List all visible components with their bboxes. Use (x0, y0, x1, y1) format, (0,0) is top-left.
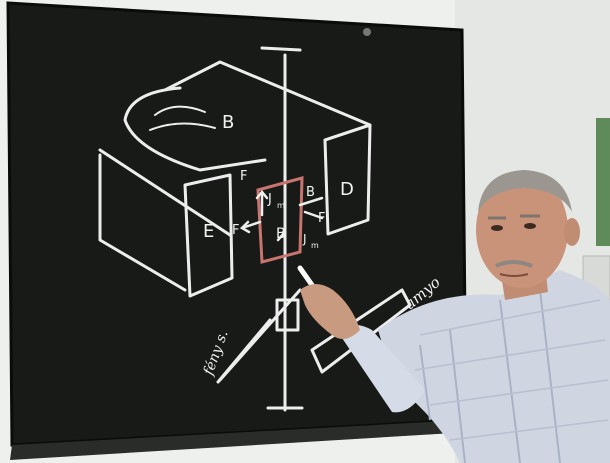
sleeve (340, 325, 425, 413)
pole-d (323, 123, 372, 236)
hand (300, 284, 360, 339)
label-current-j-top: J (267, 192, 272, 207)
label-field-b-center: B (276, 226, 286, 242)
pole-e (183, 173, 234, 298)
label-force-f-right: F (318, 211, 325, 226)
label-field-b-top: B (222, 112, 234, 133)
magnet-diagram (98, 46, 412, 412)
label-pole-e: E (203, 221, 214, 242)
presenter (300, 170, 610, 463)
current-loop (256, 176, 304, 264)
label-current-j-top-sub: m (277, 201, 285, 210)
picture-on-wall (596, 118, 610, 246)
label-force-f-top: F (240, 169, 247, 184)
chalk-stick (297, 265, 315, 288)
label-current-j-bottom-sub: m (311, 241, 319, 250)
label-pole-d: D (340, 179, 354, 200)
horseshoe-magnet (123, 86, 267, 172)
vector-arrows (239, 190, 324, 242)
shirt (378, 270, 610, 463)
hair (478, 170, 572, 212)
board-hook (363, 28, 371, 36)
label-vector-b: B (306, 185, 315, 200)
label-force-f-left: F (232, 223, 239, 238)
label-current-j-bottom: J (302, 232, 307, 246)
head (476, 172, 568, 288)
